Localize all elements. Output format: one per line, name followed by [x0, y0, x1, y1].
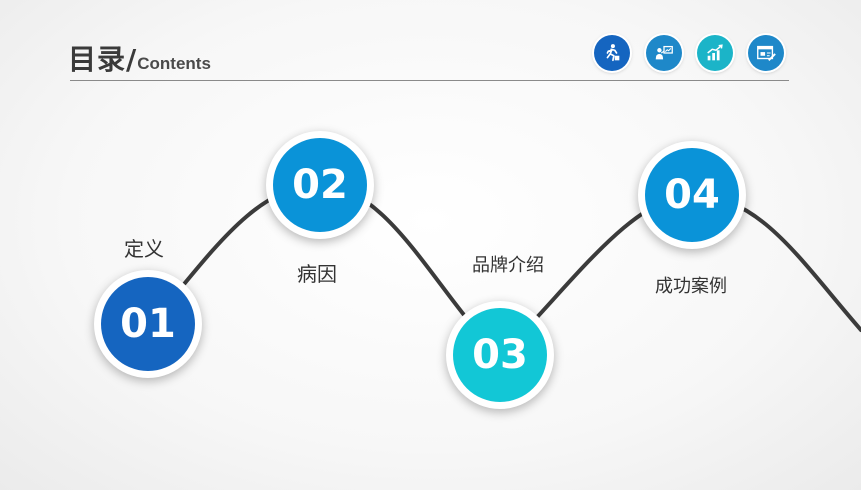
node-01[interactable]: 01: [94, 270, 202, 378]
label-02: 病因: [297, 262, 337, 286]
title-subtitle: Contents: [137, 54, 211, 73]
node-04[interactable]: 04: [638, 141, 746, 249]
node-02-number: 02: [273, 138, 367, 232]
presenter-board-icon[interactable]: [646, 35, 682, 71]
growth-chart-glyph: [707, 44, 723, 61]
browser-window-glyph: [757, 45, 776, 61]
label-01: 定义: [124, 237, 164, 261]
title-divider: [70, 80, 789, 81]
node-01-number: 01: [101, 277, 195, 371]
running-man-glyph: [606, 44, 620, 62]
node-03-number: 03: [453, 308, 547, 402]
label-04: 成功案例: [655, 276, 727, 297]
node-02[interactable]: 02: [266, 131, 374, 239]
node-04-number: 04: [645, 148, 739, 242]
presenter-glyph: [655, 45, 673, 60]
page-title: 目录/ Contents: [68, 38, 211, 78]
title-main: 目录/: [68, 43, 138, 76]
running-man-exit-icon[interactable]: [594, 35, 630, 71]
browser-window-edit-icon[interactable]: [748, 35, 784, 71]
label-03: 品牌介绍: [472, 255, 544, 276]
node-03[interactable]: 03: [446, 301, 554, 409]
growth-chart-icon[interactable]: [697, 35, 733, 71]
